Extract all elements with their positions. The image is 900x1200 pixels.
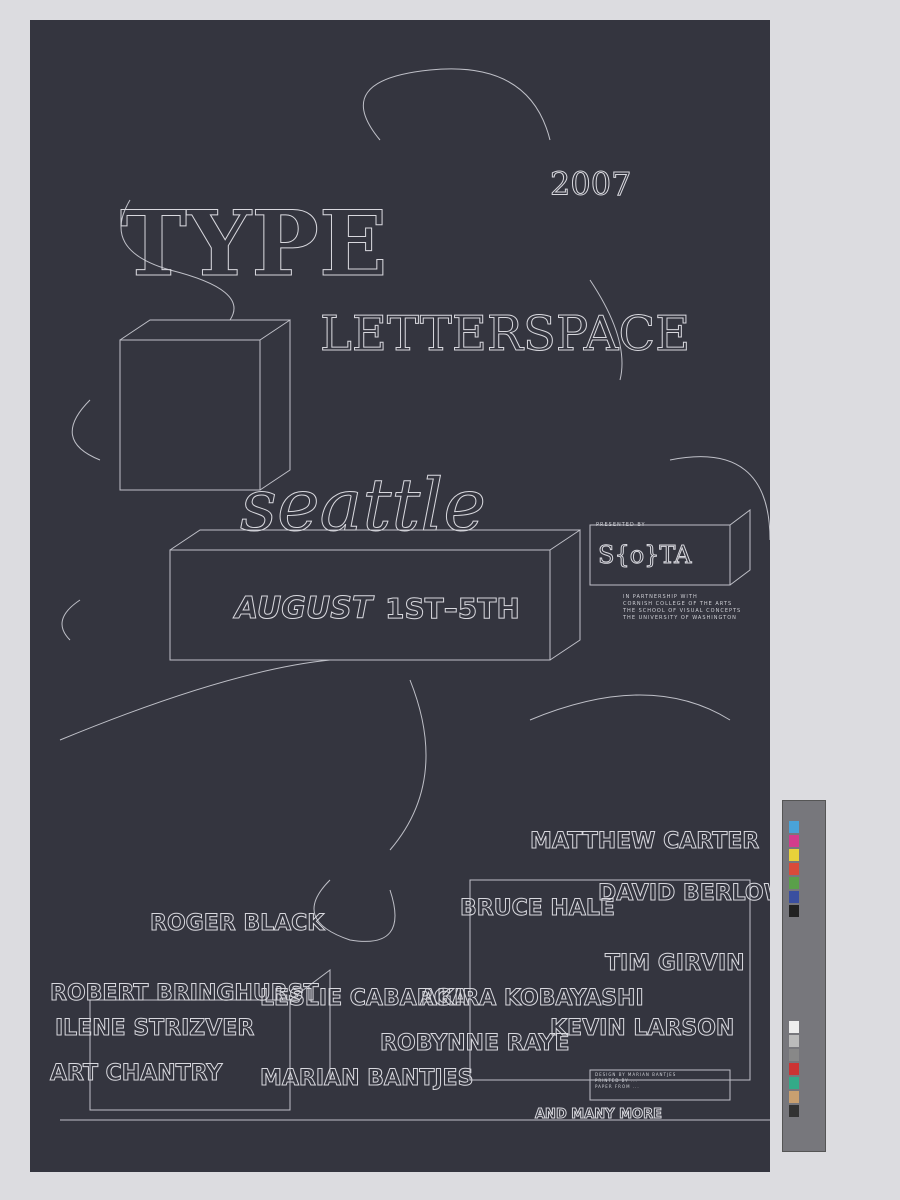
speaker: ROBERT BRINGHURST — [50, 981, 319, 1006]
speaker: LESLIE CABARGA — [260, 986, 469, 1011]
speaker: DAVID BERLOW — [598, 881, 770, 906]
date-range-text: 1ST–5TH — [385, 592, 520, 625]
partner-line: CORNISH COLLEGE OF THE ARTS — [623, 601, 733, 607]
speaker: ART CHANTRY — [50, 1061, 223, 1086]
title-letterspace: LETTERSPACE — [320, 306, 690, 362]
sota-logo: S{o}TA — [598, 541, 692, 569]
poster-artwork: 2007 TYPE LETTERSPACE seattle AUGUST 1ST… — [50, 68, 789, 1123]
credit-line: PRINTED BY ... — [595, 1078, 638, 1083]
speaker: ROGER BLACK — [150, 911, 325, 936]
credits-text: DESIGN BY MARIAN BANTJES PRINTED BY ... … — [595, 1072, 676, 1090]
speaker: ROBYNNE RAYE — [380, 1031, 569, 1056]
isometric-blocks — [59, 68, 771, 1121]
speaker: TIM GIRVIN — [605, 951, 745, 976]
credit-line: DESIGN BY MARIAN BANTJES — [595, 1072, 677, 1077]
speaker: AKIRA KOBAYASHI — [420, 986, 644, 1011]
poster: 2007 TYPE LETTERSPACE seattle AUGUST 1ST… — [30, 20, 789, 1172]
speaker: MARIAN BANTJES — [260, 1066, 473, 1091]
year-text: 2007 — [550, 165, 631, 203]
presented-by-label: PRESENTED BY — [596, 522, 646, 528]
partnership-text: IN PARTNERSHIP WITH CORNISH COLLEGE OF T… — [623, 594, 741, 622]
speaker: KEVIN LARSON — [550, 1016, 734, 1041]
color-calibration-bar — [782, 800, 826, 1152]
speaker-names: MATTHEW CARTER DAVID BERLOW BRUCE HALE T… — [50, 829, 789, 1092]
credit-line: PAPER FROM ... — [595, 1084, 640, 1089]
city-text: seattle — [240, 463, 486, 547]
speaker: BRUCE HALE — [460, 896, 615, 921]
partner-line: THE UNIVERSITY OF WASHINGTON — [623, 615, 737, 621]
partner-line: IN PARTNERSHIP WITH — [623, 594, 698, 600]
speaker: MATTHEW CARTER — [530, 829, 759, 854]
title-type: TYPE — [120, 191, 388, 297]
partner-line: THE SCHOOL OF VISUAL CONCEPTS — [623, 608, 742, 614]
month-text: AUGUST — [233, 591, 375, 626]
speaker: ILENE STRIZVER — [55, 1016, 254, 1041]
and-many-more: AND MANY MORE — [535, 1107, 662, 1122]
